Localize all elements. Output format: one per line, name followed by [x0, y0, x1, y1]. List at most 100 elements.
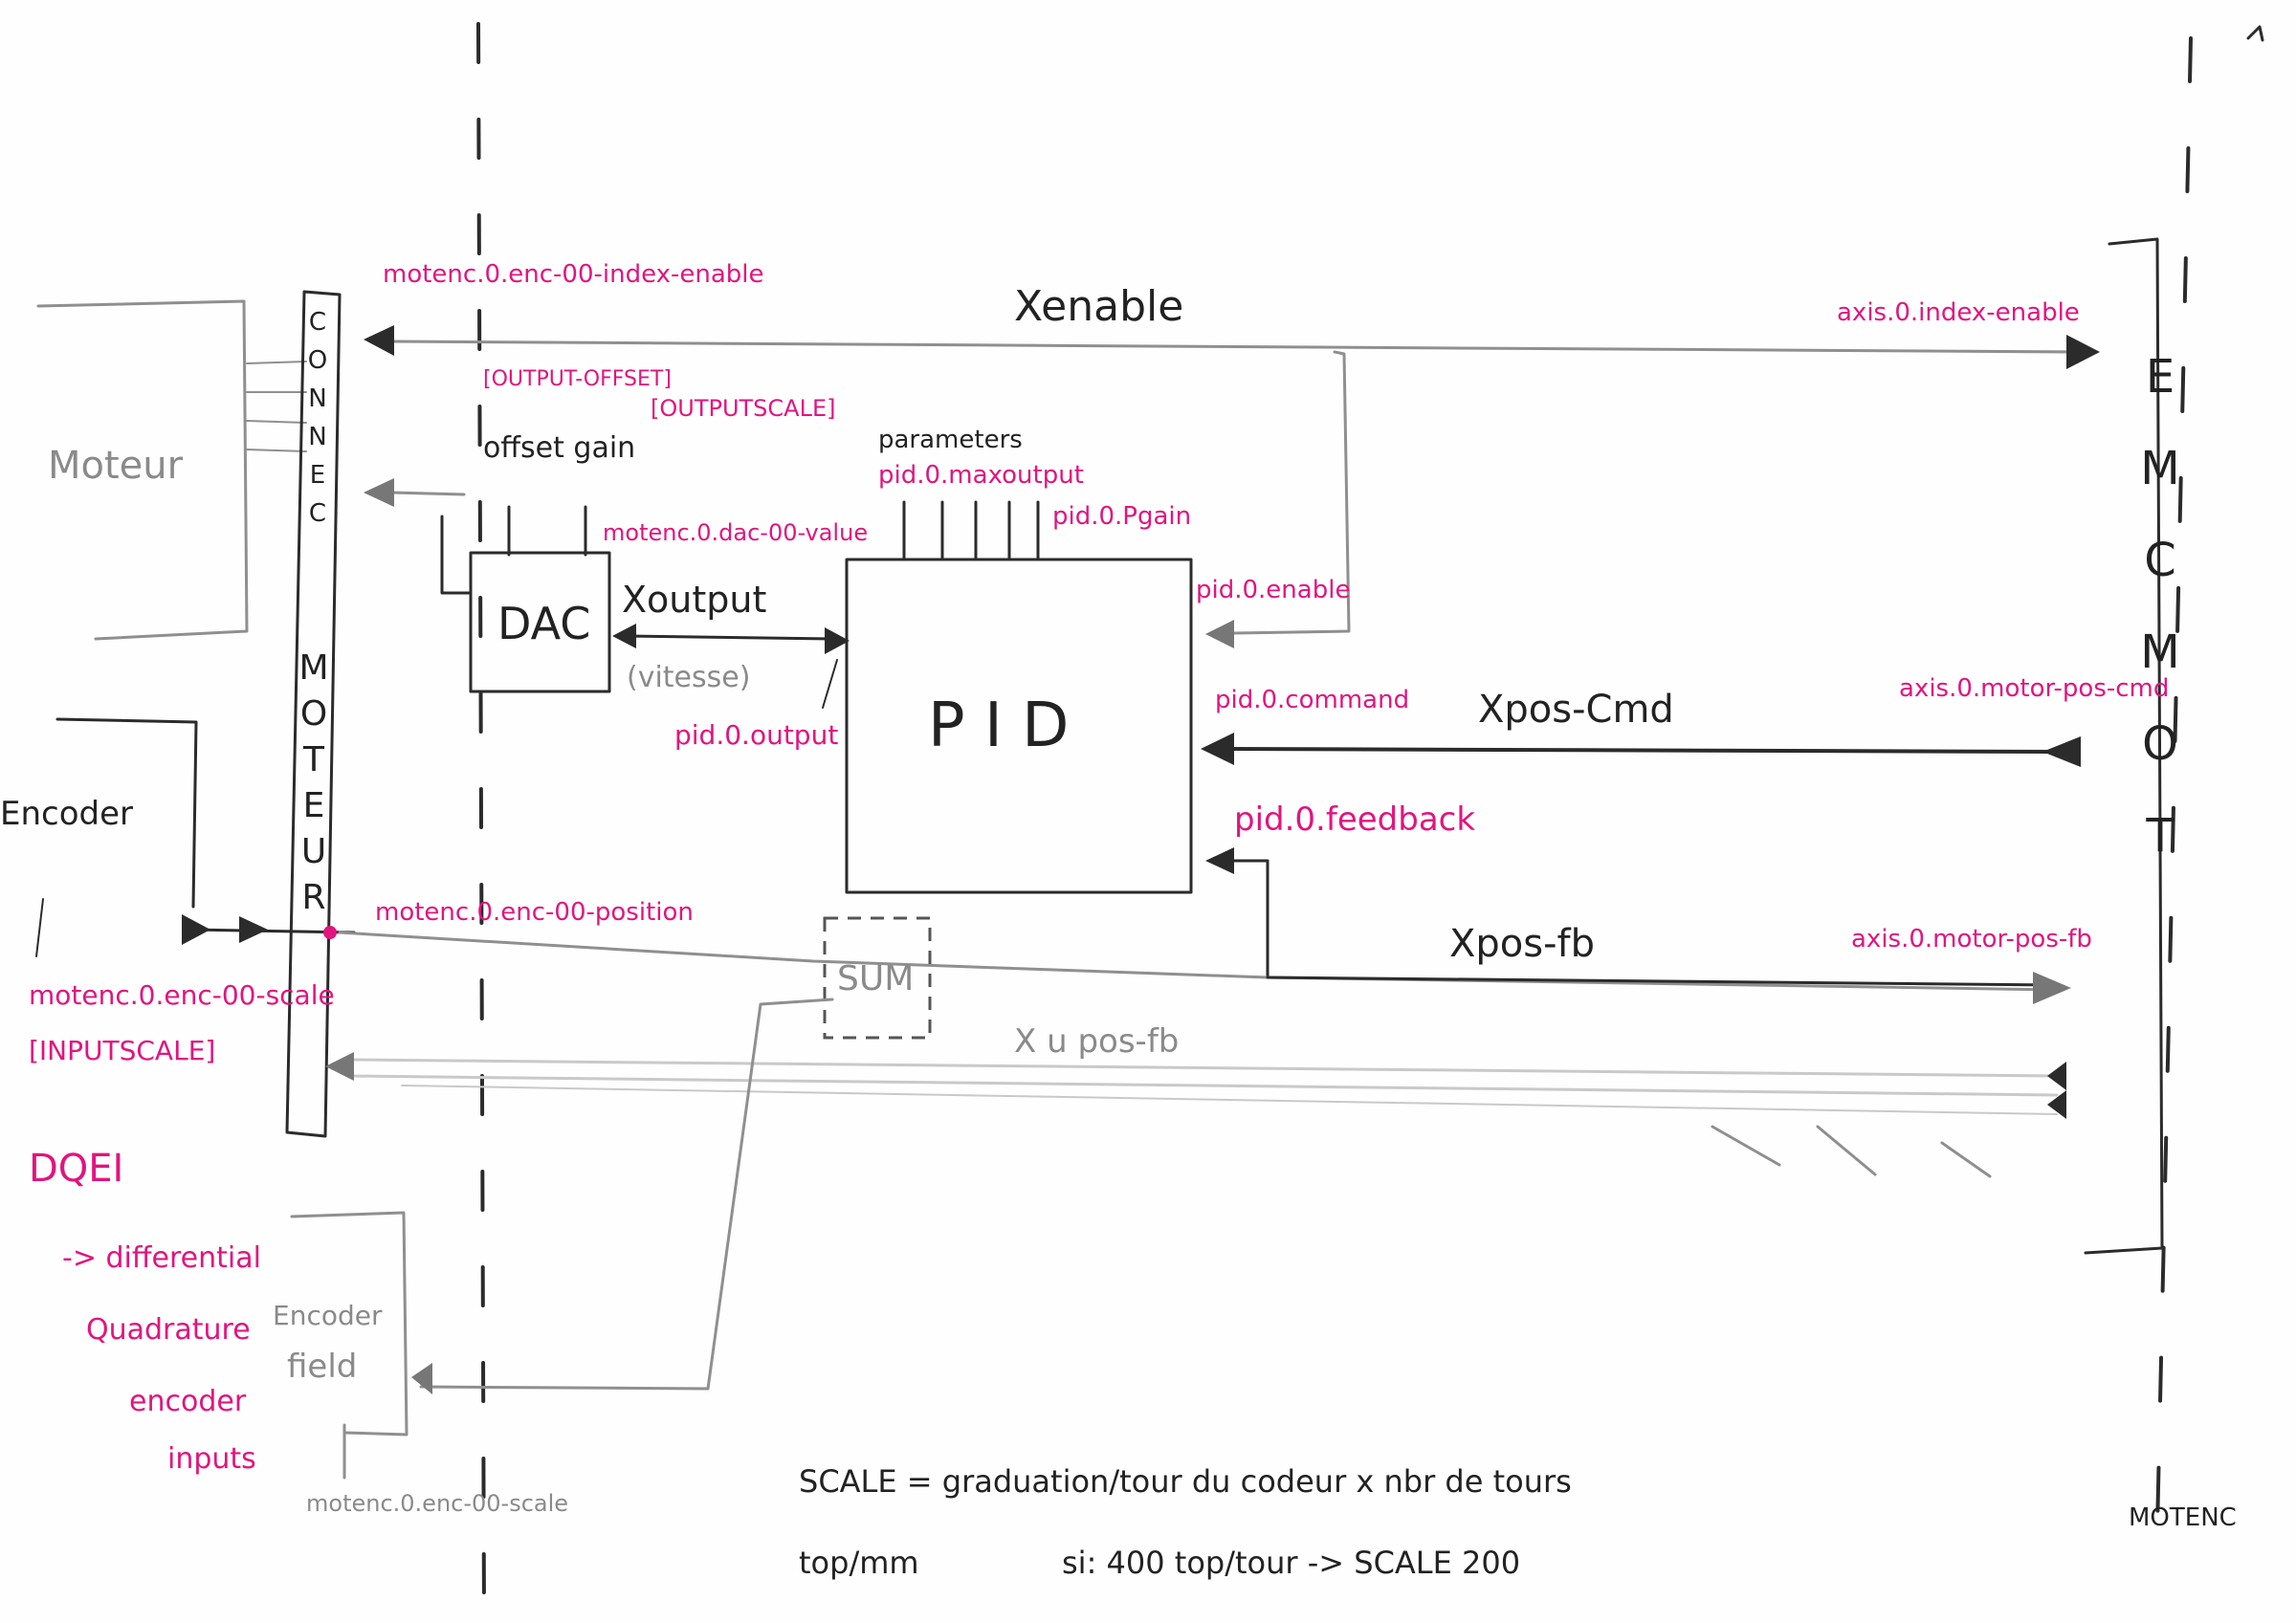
- dac-to-connector: [440, 515, 473, 595]
- enable-feedback-wire: [1232, 350, 1351, 635]
- xpos-fb-wire-ink: [1266, 976, 2059, 987]
- encoder-block: [55, 717, 198, 909]
- pid-parameter-inputs: [902, 500, 1040, 561]
- pin-axis-motor-pos-cmd: axis.0.motor-pos-cmd: [1899, 674, 2169, 703]
- feedback-wire: [1232, 859, 1269, 977]
- encoder-arrow-1: [182, 914, 210, 945]
- pin-output-scale: [OUTPUTSCALE]: [651, 395, 836, 422]
- xpos-fb-signal: Xpos-fb: [1449, 922, 1595, 966]
- pin-index-enable: motenc.0.enc-00-index-enable: [383, 260, 764, 289]
- connector-bar: [285, 290, 342, 1138]
- pid-enable-arrow: [1205, 620, 1234, 648]
- axis-cmd-arrow: [2042, 736, 2081, 767]
- moteur-vertical-letter: M: [298, 648, 328, 688]
- faint-arrow-right-1: [2047, 1062, 2066, 1090]
- axis-fb-arrow: [2033, 972, 2071, 1004]
- emc-letter: M: [2140, 625, 2179, 679]
- moteur-wire-3: [246, 420, 307, 424]
- moteur-block: [36, 299, 249, 641]
- dac-input-arrow: [612, 624, 636, 648]
- xenable-arrow-left: [364, 325, 394, 356]
- pin-pid-enable: pid.0.enable: [1196, 576, 1350, 604]
- faint-arrow-right-2: [2047, 1090, 2066, 1119]
- left-dashed-boundary: [476, 22, 486, 1618]
- sum-block: [823, 916, 932, 1040]
- scale-tick: [35, 898, 44, 957]
- dac-label: DAC: [497, 598, 590, 649]
- connecteur-letter: C: [309, 308, 326, 337]
- connecteur-letter: O: [308, 346, 327, 375]
- connecteur-letter: N: [308, 384, 326, 413]
- pin-enc-scale-bottom: motenc.0.enc-00-scale: [306, 1490, 568, 1517]
- moteur-vertical-letter: T: [302, 740, 325, 779]
- xpos-cmd-wire: [1227, 747, 2049, 754]
- moteur-vertical-letter: U: [301, 832, 326, 871]
- connecteur-letter: C: [309, 499, 326, 528]
- encoder-field-wire: [419, 998, 834, 1391]
- encoder-arrow-2: [239, 916, 268, 943]
- encoder-field-block: [290, 1211, 408, 1437]
- dqei-title: DQEI: [29, 1147, 123, 1191]
- pin-pid-maxoutput: pid.0.maxoutput: [878, 461, 1084, 490]
- moteur-label: Moteur: [48, 444, 184, 488]
- emc-letter: T: [2145, 809, 2175, 863]
- dqei-desc-1: -> differential: [62, 1241, 261, 1275]
- pin-dac-value: motenc.0.dac-00-value: [603, 519, 868, 546]
- pid-block: [845, 558, 1193, 894]
- pid-feedback-arrow: [1205, 847, 1234, 874]
- pin-output-offset: [OUTPUT-OFFSET]: [483, 367, 672, 391]
- xpos-fb-wire: [338, 931, 2059, 992]
- emc-letter: O: [2142, 717, 2178, 771]
- pin-axis-motor-pos-fb: axis.0.motor-pos-fb: [1851, 925, 2092, 954]
- dqei-desc-4: inputs: [167, 1442, 256, 1476]
- moteur-wire-1: [246, 361, 307, 364]
- sum-label: SUM: [837, 959, 914, 998]
- connecteur-letter: E: [310, 461, 325, 490]
- pin-pid-pgain: pid.0.Pgain: [1052, 502, 1191, 531]
- emc-letter: M: [2140, 442, 2179, 495]
- dqei-desc-2: Quadrature: [86, 1313, 251, 1347]
- pin-pid-feedback: pid.0.feedback: [1234, 801, 1475, 839]
- pid-command-arrow: [1201, 733, 1234, 765]
- encoder-field-label-1: Encoder: [273, 1300, 383, 1331]
- moteur-vertical-letter: E: [303, 786, 325, 825]
- xoutput-wire: [625, 634, 834, 641]
- emc-letter: C: [2144, 534, 2176, 587]
- motenc-label: MOTENC: [2129, 1503, 2237, 1532]
- emc-letter: E: [2146, 350, 2175, 404]
- encoder-field-label-2: field: [287, 1348, 357, 1386]
- xenable-wire: [390, 340, 2078, 354]
- scribble-marks: [1711, 1125, 1992, 1178]
- moteur-wire-4: [246, 449, 307, 452]
- offset-wire: [390, 491, 466, 496]
- pin-input-scale: [INPUTSCALE]: [29, 1035, 215, 1066]
- pid-output-arrow: [825, 627, 850, 654]
- pin-pid-output: pid.0.output: [674, 719, 838, 751]
- xenable-signal: Xenable: [1014, 282, 1183, 331]
- pid-output-pointer: [822, 659, 838, 709]
- moteur-vertical-letter: R: [301, 878, 325, 917]
- vitesse-label: (vitesse): [627, 661, 750, 694]
- pid-label: P I D: [928, 691, 1069, 761]
- xpos-cmd-signal: Xpos-Cmd: [1478, 688, 1674, 732]
- faint-wire-1: [347, 1058, 2059, 1078]
- position-pin-dot: [323, 926, 337, 939]
- faint-arrow-left: [325, 1052, 354, 1081]
- offset-arrow: [364, 478, 394, 507]
- offset-gain-label: offset gain: [483, 431, 635, 465]
- corner-mark: [2246, 25, 2264, 42]
- moteur-vertical-letter: O: [300, 694, 327, 734]
- connecteur-letter: N: [308, 423, 326, 451]
- pin-enc-position: motenc.0.enc-00-position: [375, 898, 694, 927]
- pin-axis-index-enable: axis.0.index-enable: [1837, 298, 2080, 327]
- dqei-desc-3: encoder: [129, 1385, 247, 1418]
- scale-formula: SCALE = graduation/tour du codeur x nbr …: [799, 1463, 1572, 1500]
- x-u-pos-fb-signal: X u pos-fb: [1014, 1022, 1179, 1061]
- pin-enc-scale: motenc.0.enc-00-scale: [29, 979, 335, 1011]
- xenable-arrow-right: [2066, 335, 2100, 369]
- encoder-field-arrow: [411, 1363, 432, 1394]
